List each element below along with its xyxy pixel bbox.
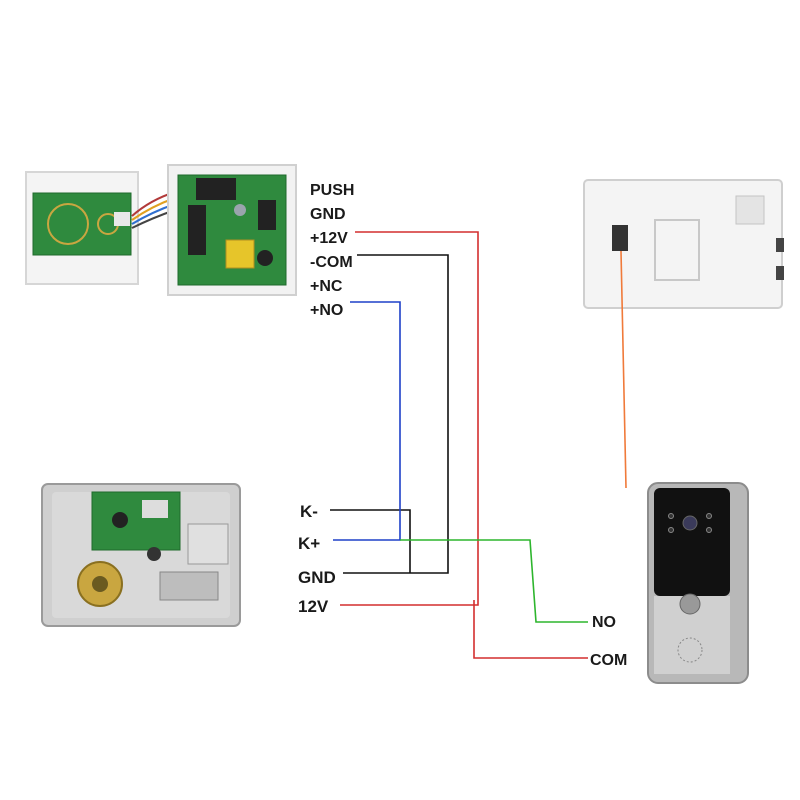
- label-k-minus: K-: [300, 502, 318, 521]
- electric-lock-device: [41, 483, 241, 627]
- label-com: -COM: [310, 254, 353, 271]
- label-doorbell-no: NO: [592, 614, 616, 631]
- label-nc: +NC: [310, 278, 343, 295]
- label-push: PUSH: [310, 182, 354, 199]
- black-wire-com: [343, 254, 449, 574]
- label-12v: +12V: [310, 230, 348, 247]
- label-gnd: GND: [310, 206, 346, 223]
- green-wire-no: [400, 539, 588, 623]
- label-doorbell-com: COM: [590, 652, 627, 669]
- controller-terminal-labels: PUSH GND +12V -COM +NC +NO: [310, 182, 354, 319]
- label-no: +NO: [310, 302, 343, 319]
- label-lock-12v: 12V: [298, 597, 329, 616]
- access-controller-device: [25, 164, 297, 296]
- label-lock-gnd: GND: [298, 568, 336, 587]
- indoor-monitor-device: [583, 179, 784, 309]
- outdoor-doorbell-camera-device: [647, 482, 749, 684]
- black-wire-k-minus: [330, 509, 411, 573]
- red-wire-12v: [340, 231, 479, 606]
- label-k-plus: K+: [298, 534, 320, 553]
- orange-wire: [620, 250, 627, 489]
- red-wire-com: [473, 600, 588, 659]
- lock-terminal-labels: K- K+ GND 12V: [298, 502, 336, 616]
- doorbell-terminal-labels: NO COM: [590, 614, 627, 669]
- blue-wire-no: [333, 301, 401, 541]
